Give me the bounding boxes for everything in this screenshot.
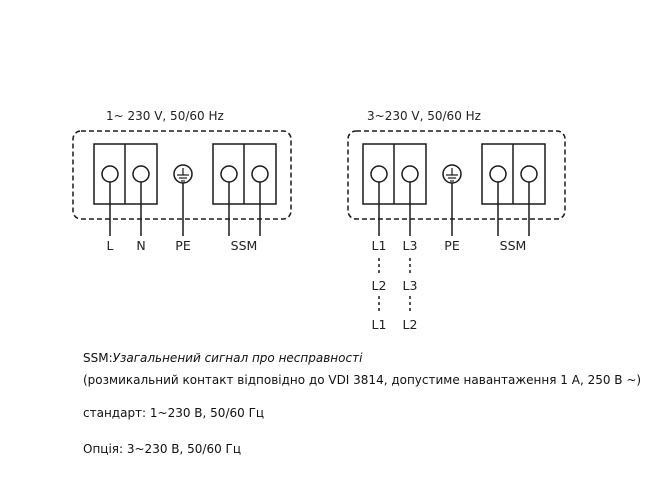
label-ssm-2: SSM (500, 238, 527, 253)
label-ssm-1: SSM (231, 238, 258, 253)
enclosure-2-dashed-box (347, 130, 566, 220)
standard-note: стандарт: 1~230 В, 50/60 Гц (83, 406, 265, 420)
alt-label-l2b: L2 (403, 317, 418, 332)
terminal-l1 (370, 165, 388, 183)
terminal-ssm-c (489, 165, 507, 183)
label-l: L (107, 238, 114, 253)
label-n: N (136, 238, 145, 253)
label-pe-1: PE (175, 238, 191, 253)
enclosure-1-dashed-box (72, 130, 292, 220)
label-l1: L1 (372, 238, 387, 253)
alt-label-l3: L3 (403, 278, 418, 293)
terminal-ssm-a (220, 165, 238, 183)
alt-label-l1: L1 (372, 317, 387, 332)
alternate-dotted-lines (378, 258, 411, 314)
ssm-prefix: SSM: (83, 351, 113, 365)
wires (109, 182, 530, 236)
label-pe-2: PE (444, 238, 460, 253)
terminal-ssm-d (520, 165, 538, 183)
option-note: Опція: 3~230 В, 50/60 Гц (83, 442, 242, 456)
header-3ph: 3~230 V, 50/60 Hz (367, 109, 481, 123)
ssm-contact-note: (розмикальний контакт відповідно до VDI … (83, 373, 642, 387)
alt-label-l2: L2 (372, 278, 387, 293)
ssm-description: Узагальнений сигнал про несправності (112, 351, 363, 365)
terminal-l (101, 165, 119, 183)
header-1ph: 1~ 230 V, 50/60 Hz (106, 109, 224, 123)
label-l3: L3 (403, 238, 418, 253)
terminal-ssm-b (251, 165, 269, 183)
terminal-n (132, 165, 150, 183)
ssm-note: SSM:Узагальнений сигнал про несправності (83, 351, 362, 365)
terminal-l3 (401, 165, 419, 183)
ground-icon (177, 168, 458, 182)
